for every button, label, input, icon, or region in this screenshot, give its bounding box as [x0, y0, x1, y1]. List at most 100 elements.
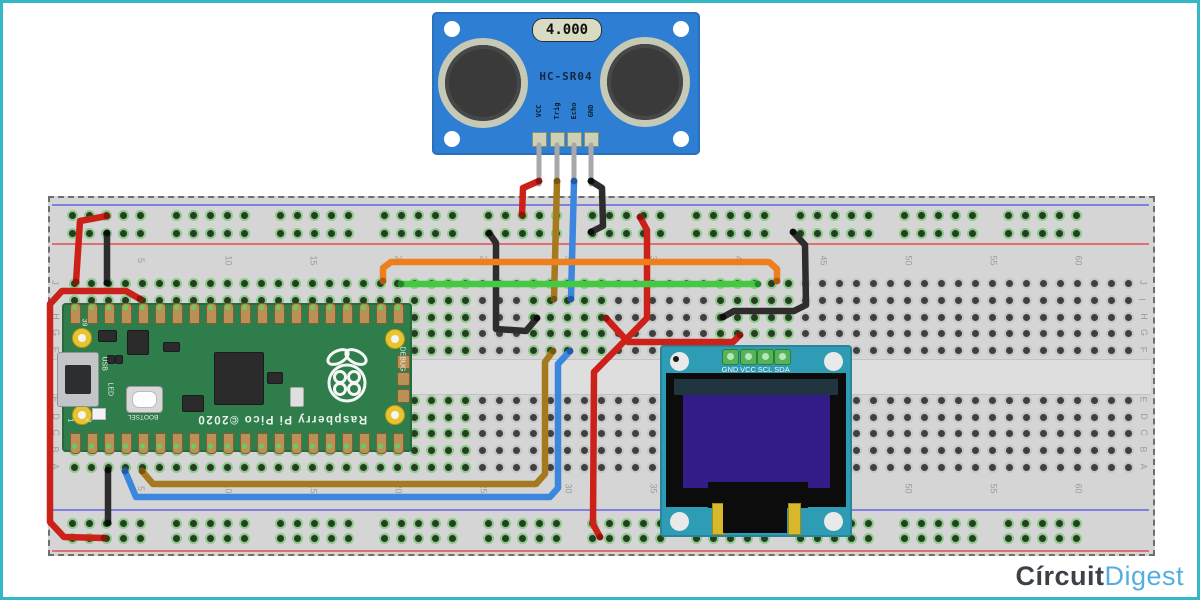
breadboard-hole: [918, 461, 930, 473]
breadboard-hole: [918, 311, 930, 323]
breadboard-hole: [952, 461, 964, 473]
column-number: 10: [223, 483, 234, 494]
breadboard-hole: [901, 344, 913, 356]
breadboard-hole: [850, 311, 862, 323]
breadboard-hole: [986, 294, 998, 306]
breadboard-hole: [459, 311, 471, 323]
breadboard-hole: [325, 517, 337, 529]
breadboard-hole: [1071, 461, 1083, 473]
breadboard-hole: [1088, 294, 1100, 306]
breadboard-hole: [442, 311, 454, 323]
breadboard-hole: [1003, 394, 1015, 406]
breadboard-hole: [915, 209, 927, 221]
breadboard-hole: [459, 327, 471, 339]
pico-pin: [307, 303, 319, 324]
breadboard-hole: [1003, 427, 1015, 439]
breadboard-hole: [949, 517, 961, 529]
breadboard-hole: [586, 227, 598, 239]
breadboard-hole: [134, 209, 146, 221]
breadboard-hole: [811, 227, 823, 239]
breadboard-hole: [204, 277, 216, 289]
breadboard-hole: [697, 277, 709, 289]
breadboard-hole: [425, 427, 437, 439]
breadboard-hole: [969, 294, 981, 306]
column-number: 15: [308, 483, 319, 494]
breadboard-hole: [862, 209, 874, 221]
column-number: 25: [478, 483, 489, 494]
pico-pin: [375, 303, 387, 324]
breadboard-hole: [1088, 344, 1100, 356]
breadboard-hole: [816, 294, 828, 306]
breadboard-hole: [493, 277, 505, 289]
breadboard-hole: [586, 209, 598, 221]
breadboard-hole: [595, 411, 607, 423]
breadboard-hole: [482, 209, 494, 221]
breadboard-hole: [663, 277, 675, 289]
breadboard-hole: [442, 411, 454, 423]
debug-pad: [397, 389, 410, 403]
breadboard-hole: [932, 532, 944, 544]
breadboard-hole: [595, 327, 607, 339]
breadboard-hole: [898, 209, 910, 221]
breadboard-hole: [799, 327, 811, 339]
breadboard-hole: [969, 327, 981, 339]
breadboard-hole: [408, 277, 420, 289]
column-number: 25: [478, 255, 489, 266]
breadboard-hole: [629, 294, 641, 306]
breadboard-hole: [1105, 294, 1117, 306]
component: [267, 372, 283, 384]
rp2040-chip: [214, 352, 264, 405]
breadboard-hole: [1054, 277, 1066, 289]
breadboard-hole: [342, 532, 354, 544]
breadboard-hole: [499, 517, 511, 529]
sensor-pin-label: Trig: [553, 102, 561, 120]
breadboard-hole: [986, 311, 998, 323]
breadboard-hole: [1037, 294, 1049, 306]
breadboard-hole: [493, 411, 505, 423]
breadboard-hole: [646, 411, 658, 423]
breadboard-hole: [476, 444, 488, 456]
row-letter: H: [50, 313, 61, 320]
breadboard-hole: [1105, 344, 1117, 356]
breadboard-hole: [134, 227, 146, 239]
breadboard-hole: [187, 277, 199, 289]
breadboard-hole: [969, 344, 981, 356]
breadboard-hole: [476, 344, 488, 356]
pico-pin-clip: [207, 444, 213, 449]
row-letter: I: [48, 298, 59, 301]
breadboard-hole: [1054, 344, 1066, 356]
oled-pin-sda: [774, 349, 791, 365]
breadboard-hole: [1020, 344, 1032, 356]
breadboard-hole: [561, 461, 573, 473]
breadboard-hole: [833, 327, 845, 339]
breadboard-hole: [578, 427, 590, 439]
breadboard-hole: [816, 327, 828, 339]
breadboard-hole: [603, 209, 615, 221]
breadboard-hole: [378, 227, 390, 239]
breadboard-hole: [221, 532, 233, 544]
pico-pin-clip: [394, 444, 400, 449]
pico-pin-clip: [122, 305, 128, 310]
breadboard-hole: [680, 277, 692, 289]
breadboard-hole: [510, 461, 522, 473]
breadboard-hole: [561, 311, 573, 323]
breadboard-hole: [714, 311, 726, 323]
breadboard-hole: [1037, 344, 1049, 356]
breadboard-hole: [629, 311, 641, 323]
breadboard-hole: [966, 517, 978, 529]
breadboard-hole: [654, 209, 666, 221]
breadboard-hole: [476, 327, 488, 339]
component: [98, 330, 117, 342]
breadboard-hole: [544, 444, 556, 456]
breadboard-hole: [134, 517, 146, 529]
breadboard-hole: [867, 311, 879, 323]
breadboard-hole: [408, 294, 420, 306]
breadboard-hole: [446, 227, 458, 239]
breadboard-hole: [646, 294, 658, 306]
pico-pin-clip: [224, 305, 230, 310]
component: [107, 355, 115, 364]
breadboard-hole: [1088, 394, 1100, 406]
pico-usb-label: USB: [100, 356, 108, 371]
sensor-mount-hole: [673, 131, 689, 147]
